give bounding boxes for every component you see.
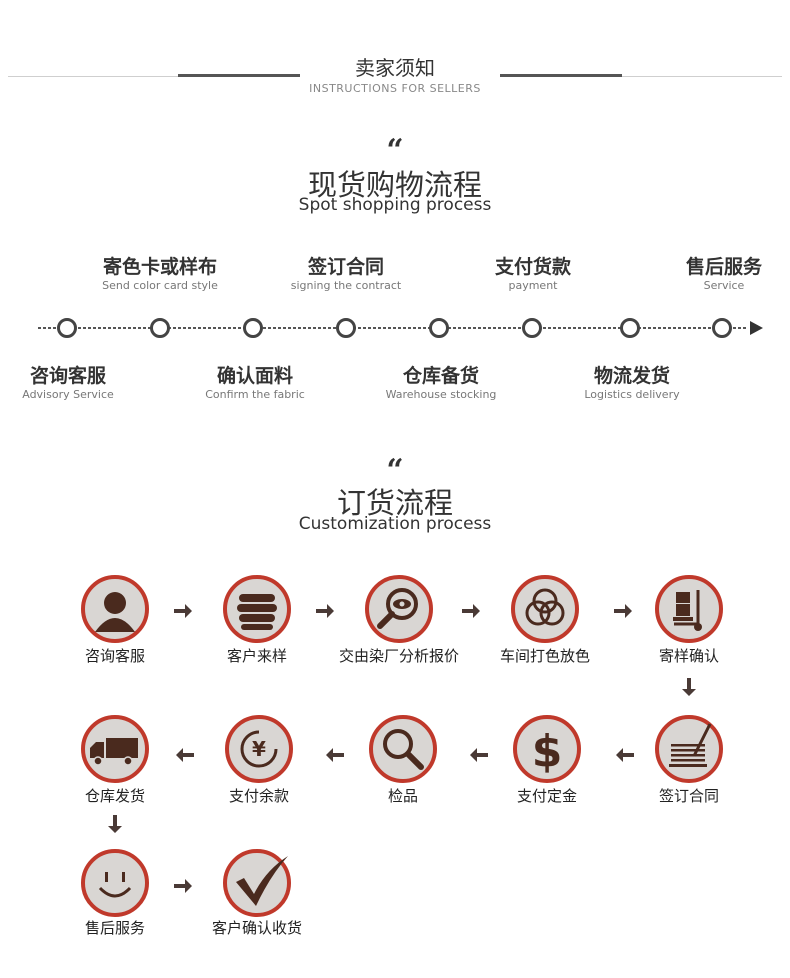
header-divider-left xyxy=(8,76,298,77)
timeline-node-5 xyxy=(429,318,449,338)
step-label-deposit: 支付定金 xyxy=(516,787,577,805)
spot-step-send-card: 寄色卡或样布 xyxy=(102,256,217,278)
header-bar-right xyxy=(500,74,622,77)
custom-quote-mark: “ xyxy=(386,453,404,488)
timeline-line xyxy=(38,321,763,335)
arrow-right-icon xyxy=(316,604,334,618)
arrow-right-icon xyxy=(174,879,192,893)
custom-subtitle: Customization process xyxy=(298,514,492,534)
spot-step-warehouse-en: Warehouse stocking xyxy=(385,388,497,401)
arrow-left-icon xyxy=(470,748,488,762)
step-label-color: 车间打色放色 xyxy=(499,647,590,665)
spot-step-logistics-en: Logistics delivery xyxy=(584,388,680,401)
timeline-node-6 xyxy=(522,318,542,338)
smiley-icon xyxy=(80,848,150,918)
checkmark-icon xyxy=(222,848,292,918)
custom-title: 订货流程 xyxy=(336,486,453,520)
spot-step-contract: 签订合同 xyxy=(307,256,384,278)
spot-step-confirm-fabric-en: Confirm the fabric xyxy=(205,388,305,401)
step-label-sample: 客户来样 xyxy=(226,647,287,665)
spot-title: 现货购物流程 xyxy=(307,168,482,202)
timeline-node-7 xyxy=(620,318,640,338)
color-circles-icon xyxy=(510,574,580,644)
spot-step-send-card-en: Send color card style xyxy=(102,279,218,292)
person-icon xyxy=(80,574,150,644)
step-label-shipping: 仓库发货 xyxy=(84,787,145,805)
yen-icon: ¥ xyxy=(224,714,294,784)
step-label-sample-confirm: 寄样确认 xyxy=(658,647,719,665)
svg-text:$: $ xyxy=(532,726,563,777)
arrow-right-icon xyxy=(462,604,480,618)
step-label-balance: 支付余款 xyxy=(228,787,289,805)
step-label-advisory: 咨询客服 xyxy=(84,647,145,665)
dollar-icon: $ xyxy=(512,714,582,784)
header-title: 卖家须知 xyxy=(355,56,435,80)
spot-step-payment-en: payment xyxy=(508,279,558,292)
contract-signing-icon xyxy=(654,714,724,784)
arrow-right-icon xyxy=(174,604,192,618)
spot-subtitle: Spot shopping process xyxy=(298,195,492,215)
spot-timeline xyxy=(38,321,763,335)
arrow-left-icon xyxy=(616,748,634,762)
spot-step-confirm-fabric: 确认面料 xyxy=(216,365,293,387)
arrow-left-icon xyxy=(326,748,344,762)
timeline-node-2 xyxy=(150,318,170,338)
step-label-inspection: 检品 xyxy=(387,787,418,805)
timeline-node-3 xyxy=(243,318,263,338)
spot-step-contract-en: signing the contract xyxy=(290,279,402,292)
step-label-contract: 签订合同 xyxy=(658,787,719,805)
spot-step-advisory: 咨询客服 xyxy=(29,365,106,387)
arrow-down-icon xyxy=(682,678,696,696)
magnifier-eye-icon xyxy=(364,574,434,644)
timeline-node-4 xyxy=(336,318,356,338)
step-label-after-sales: 售后服务 xyxy=(84,919,145,937)
timeline-node-1 xyxy=(57,318,77,338)
magnifier-icon xyxy=(368,714,438,784)
header-divider-right xyxy=(500,76,782,77)
spot-quote-mark: “ xyxy=(386,133,404,168)
step-label-receipt: 客户确认收货 xyxy=(211,919,302,937)
header-bar-left xyxy=(178,74,300,77)
spot-step-payment: 支付货款 xyxy=(494,256,571,278)
hand-truck-icon xyxy=(654,574,724,644)
timeline-node-8 xyxy=(712,318,732,338)
spot-step-advisory-en: Advisory Service xyxy=(22,388,114,401)
arrow-left-icon xyxy=(176,748,194,762)
truck-icon xyxy=(80,714,150,784)
fabric-stack-icon xyxy=(222,574,292,644)
spot-step-warehouse: 仓库备货 xyxy=(402,365,479,387)
svg-text:¥: ¥ xyxy=(252,737,266,761)
header-subtitle: INSTRUCTIONS FOR SELLERS xyxy=(309,82,481,95)
step-label-analysis: 交由染厂分析报价 xyxy=(338,647,459,665)
spot-step-service-en: Service xyxy=(703,279,745,292)
arrow-right-icon xyxy=(614,604,632,618)
arrow-down-icon xyxy=(108,815,122,833)
spot-step-logistics: 物流发货 xyxy=(593,365,670,387)
spot-step-service: 售后服务 xyxy=(685,256,762,278)
